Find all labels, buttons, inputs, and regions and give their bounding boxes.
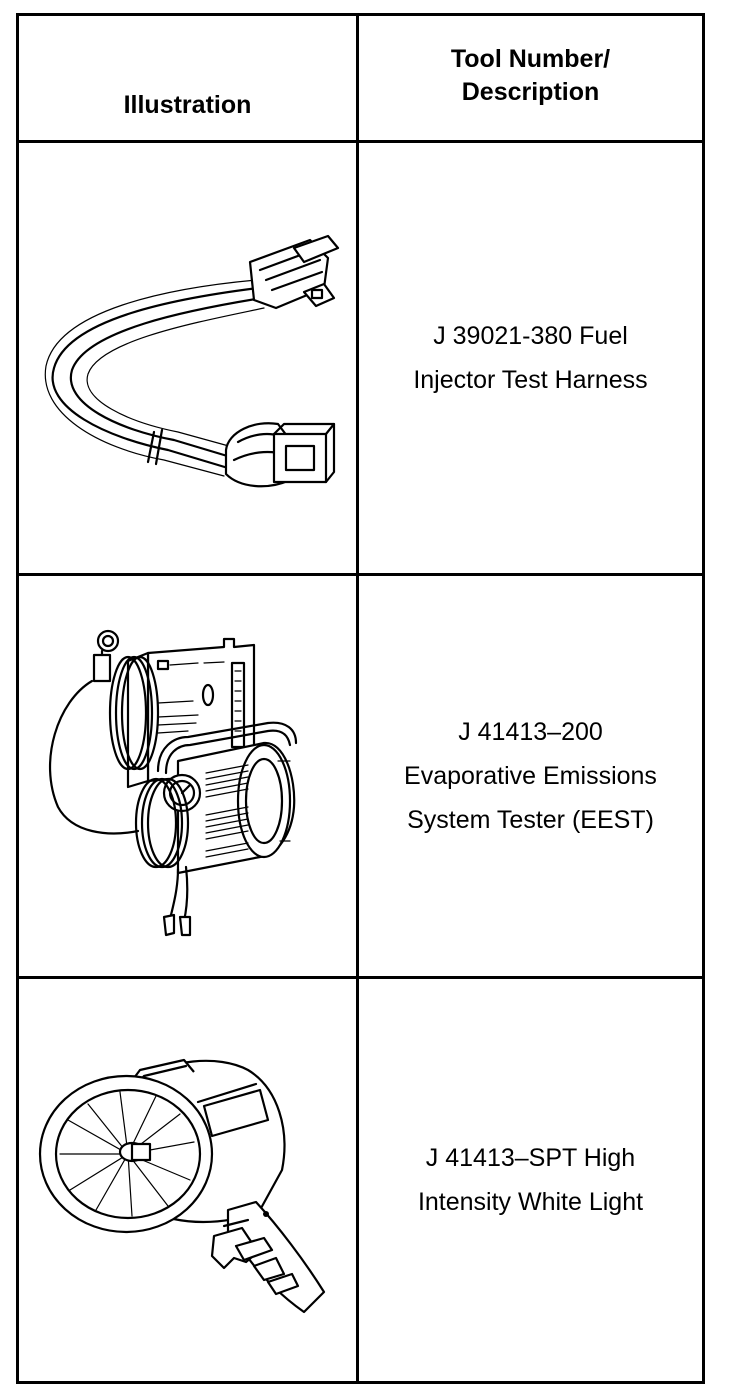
tool-description: J 41413–200 Evaporative Emissions System… [404,718,657,834]
evaporative-emissions-system-tester-illustration [48,629,297,937]
tool-description: J 39021-380 Fuel Injector Test Harness [413,322,648,394]
tool-description: J 41413–SPT High Intensity White Light [417,1144,644,1216]
high-intensity-white-light-illustration [38,1058,325,1314]
table-row: J 41413–200 Evaporative Emissions System… [16,573,705,979]
illustration-cell [16,140,359,576]
header-tool-number-description-label: Tool Number/ Description [450,45,611,106]
description-cell: J 39021-380 Fuel Injector Test Harness [356,140,705,576]
table-row: J 39021-380 Fuel Injector Test Harness [16,140,705,576]
table-row: J 41413–SPT High Intensity White Light [16,976,705,1384]
fuel-injector-test-harness-illustration [44,234,339,488]
description-cell: J 41413–SPT High Intensity White Light [356,976,705,1384]
illustration-cell [16,976,359,1384]
description-cell: J 41413–200 Evaporative Emissions System… [356,573,705,979]
header-tool-number-description: Tool Number/ Description [356,13,705,143]
header-illustration-label: Illustration [123,91,252,119]
table-header-row: Illustration Tool Number/ Description [16,13,705,143]
header-illustration: Illustration [16,13,359,143]
illustration-cell [16,573,359,979]
tool-table: Illustration Tool Number/ Description [16,13,705,1384]
